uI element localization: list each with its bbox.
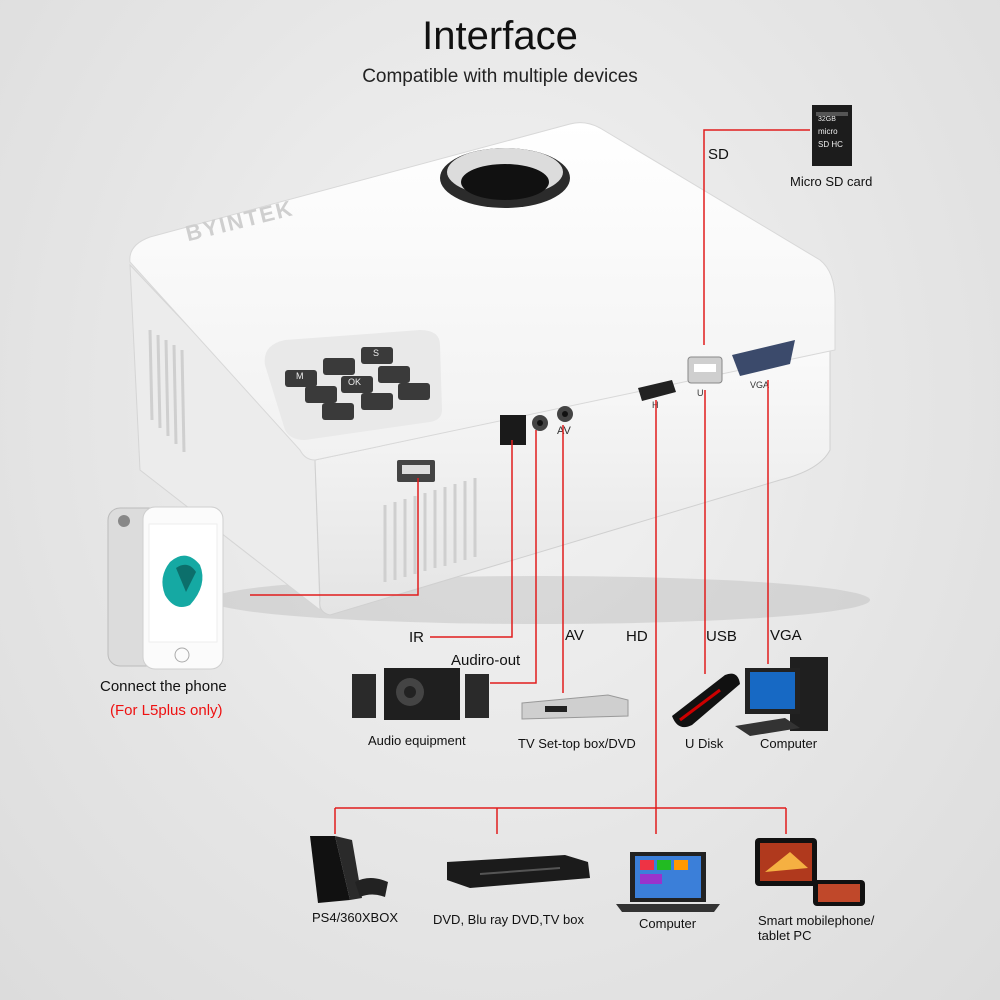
port-label-ir: IR — [409, 629, 424, 646]
port-label-vga: VGA — [770, 627, 802, 644]
vga-port-mark: VGA — [750, 380, 770, 390]
page-subtitle: Compatible with multiple devices — [362, 66, 638, 87]
port-label-av: AV — [565, 627, 584, 644]
caption-mobile-line2: tablet PC — [758, 928, 812, 943]
caption-mobile-line1: Smart mobilephone/ — [758, 913, 875, 928]
usb-port-mark: U — [697, 388, 704, 398]
caption-ps4: PS4/360XBOX — [312, 910, 398, 925]
page-title: Interface — [422, 14, 578, 58]
sd-card-capacity: 32GB — [818, 116, 836, 123]
caption-u-disk: U Disk — [685, 736, 724, 751]
caption-phone: Connect the phone — [100, 678, 227, 695]
source-key-label: S — [373, 348, 380, 358]
menu-key-label: M — [296, 371, 304, 381]
caption-audio: Audio equipment — [368, 733, 466, 748]
port-label-hd: HD — [626, 628, 648, 645]
port-label-usb: USB — [706, 628, 737, 645]
sd-card-hc-mark: SD HC — [818, 140, 843, 149]
av-port-mark: AV — [557, 425, 571, 437]
caption-computer-hd: Computer — [639, 916, 697, 931]
caption-dvd: DVD, Blu ray DVD,TV box — [433, 912, 584, 927]
port-label-sd: SD — [708, 146, 729, 163]
sd-card-micro-mark: micro — [818, 127, 838, 136]
ok-key-label: OK — [348, 377, 362, 387]
caption-phone-note: (For L5plus only) — [110, 702, 223, 719]
port-label-audio-out: Audiro-out — [451, 652, 521, 669]
caption-computer-vga: Computer — [760, 736, 818, 751]
caption-micro-sd: Micro SD card — [790, 174, 873, 189]
caption-tv-box: TV Set-top box/DVD — [518, 736, 636, 751]
